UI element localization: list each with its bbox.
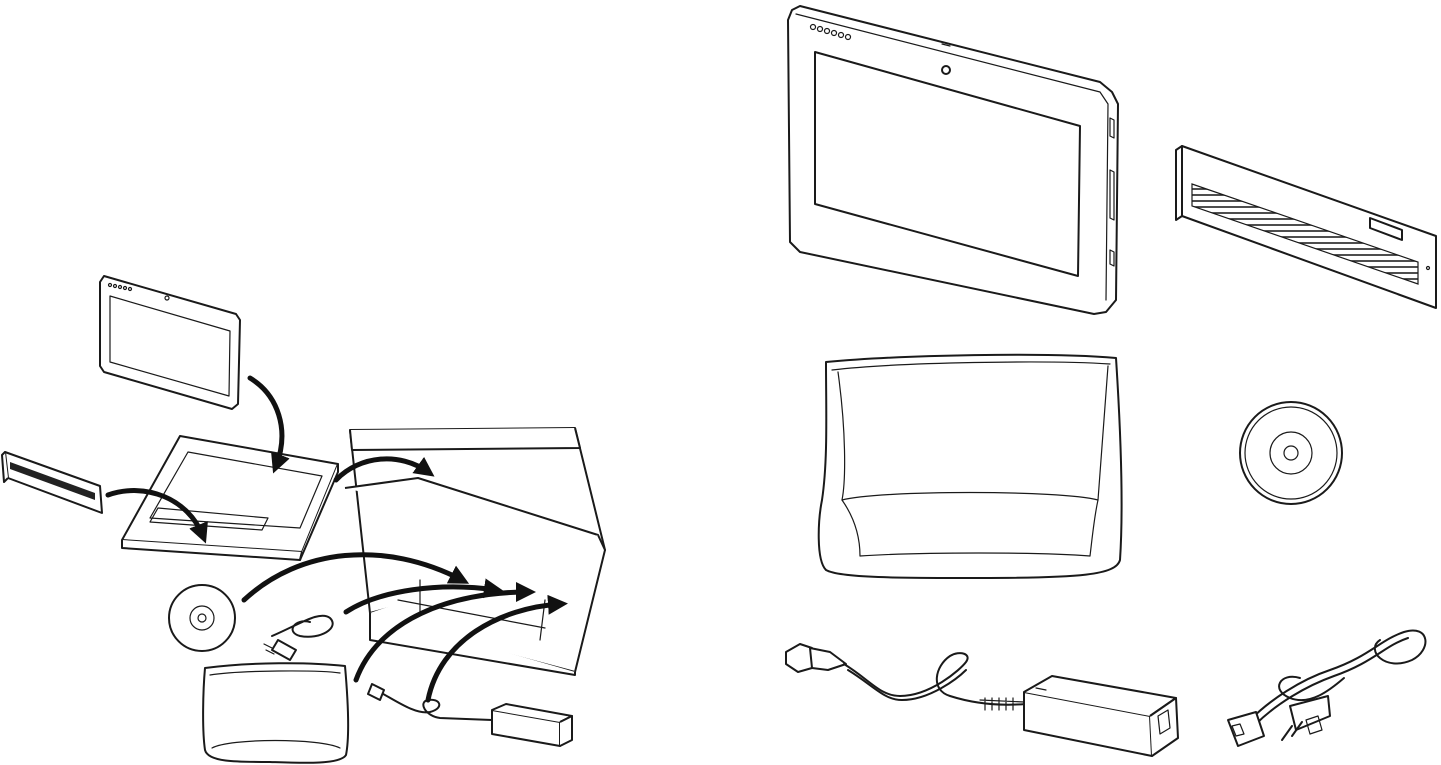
disc-icon [1240, 402, 1342, 504]
sleeve-icon [819, 355, 1122, 578]
tablet-icon [788, 6, 1118, 314]
power-cord-small-icon [264, 616, 333, 660]
accessory-bar-icon [1176, 146, 1436, 308]
tablet-small-icon [100, 276, 240, 409]
accessory-bar-small-icon [2, 452, 102, 513]
power-cord-icon [1228, 630, 1425, 746]
foam-tray-icon [122, 436, 338, 560]
sleeve-small-icon [203, 663, 348, 763]
ac-adapter-icon [786, 644, 1178, 756]
packing-procedure-panel [2, 276, 605, 763]
disc-small-icon [169, 585, 235, 651]
ac-adapter-small-icon [368, 684, 572, 746]
package-contents-panel [786, 6, 1436, 756]
